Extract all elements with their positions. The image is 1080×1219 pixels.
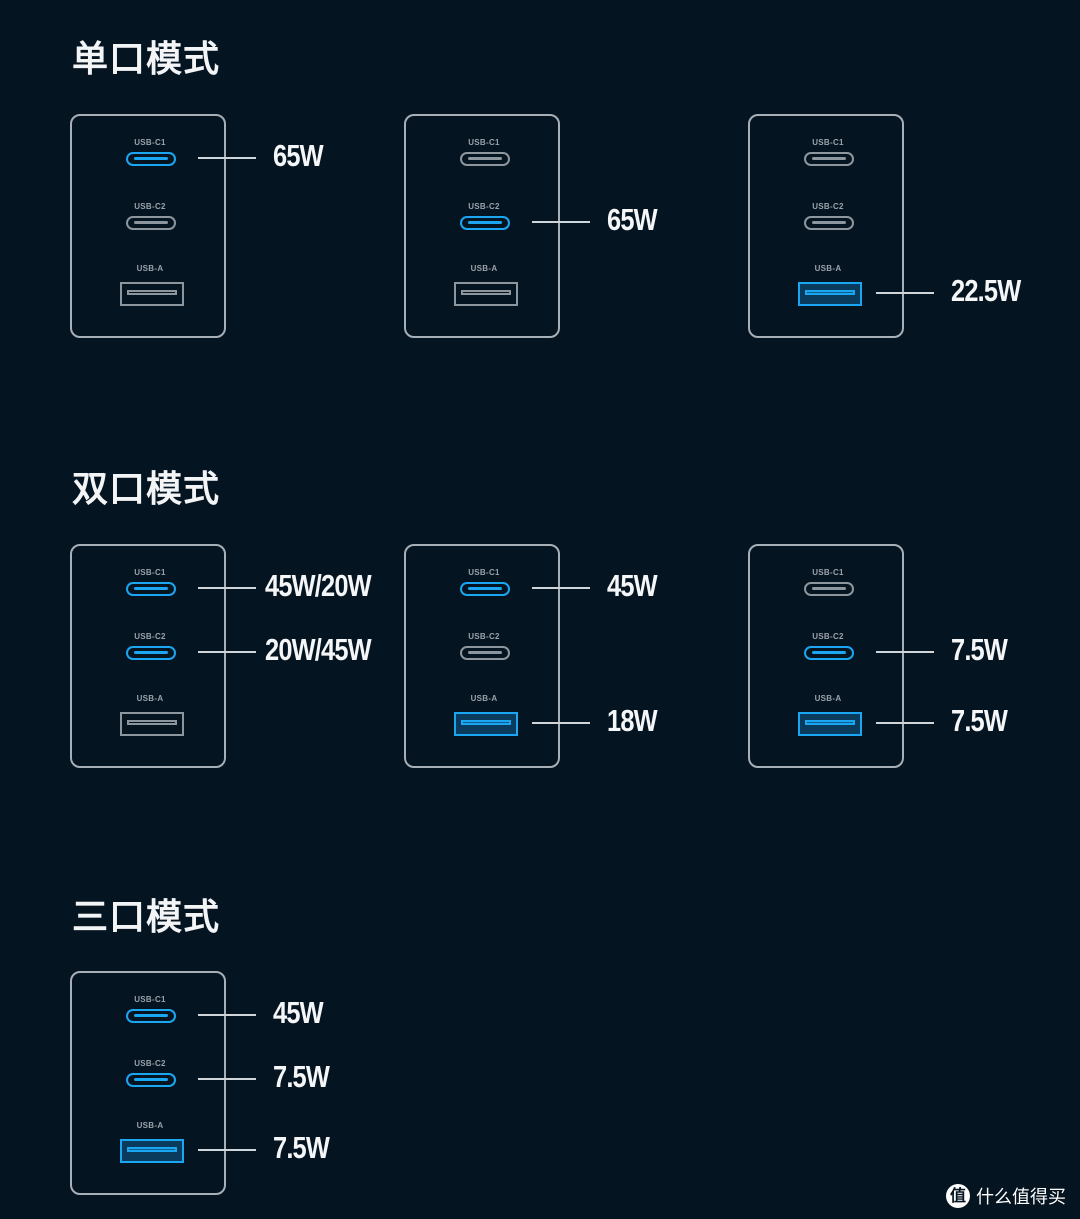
- port-label-c1: USB-C1: [134, 568, 166, 577]
- usb-c-port-icon: [126, 216, 176, 230]
- usb-c-port-icon: [126, 646, 176, 660]
- usb-a-port-icon: [454, 282, 518, 306]
- port-label-c1: USB-C1: [812, 138, 844, 147]
- section-title-dual: 双口模式: [72, 469, 221, 510]
- port-label-c1: USB-C1: [812, 568, 844, 577]
- power-output-label: 65W: [273, 138, 324, 173]
- usb-c-port-icon: [804, 152, 854, 166]
- port-label-a: USB-A: [136, 694, 164, 703]
- power-output-label: 45W/20W: [265, 568, 372, 603]
- watermark: 值 什么值得买: [946, 1183, 1066, 1209]
- power-output-label: 22.5W: [951, 273, 1021, 308]
- connector-line: [532, 722, 590, 724]
- port-label-a: USB-A: [136, 264, 164, 273]
- port-label-a: USB-A: [814, 264, 842, 273]
- power-output-label: 7.5W: [951, 632, 1008, 667]
- connector-line: [198, 1078, 256, 1080]
- power-output-label: 45W: [273, 995, 324, 1030]
- port-label-c1: USB-C1: [134, 138, 166, 147]
- usb-a-port-icon: [454, 712, 518, 736]
- port-label-c2: USB-C2: [812, 632, 844, 641]
- usb-a-port-icon: [120, 282, 184, 306]
- connector-line: [876, 651, 934, 653]
- power-output-label: 7.5W: [273, 1130, 330, 1165]
- port-label-c2: USB-C2: [134, 1059, 166, 1068]
- connector-line: [198, 157, 256, 159]
- connector-line: [198, 1149, 256, 1151]
- power-output-label: 18W: [607, 703, 658, 738]
- port-label-a: USB-A: [814, 694, 842, 703]
- usb-a-port-icon: [798, 712, 862, 736]
- usb-c-port-icon: [460, 216, 510, 230]
- usb-a-port-icon: [120, 712, 184, 736]
- usb-a-port-icon: [798, 282, 862, 306]
- connector-line: [198, 651, 256, 653]
- usb-c-port-icon: [460, 646, 510, 660]
- usb-c-port-icon: [460, 582, 510, 596]
- port-label-c1: USB-C1: [468, 138, 500, 147]
- power-output-label: 65W: [607, 202, 658, 237]
- port-label-a: USB-A: [136, 1121, 164, 1130]
- zhi-logo-icon: 值: [946, 1184, 970, 1208]
- usb-c-port-icon: [804, 582, 854, 596]
- power-output-label: 20W/45W: [265, 632, 372, 667]
- section-title-triple: 三口模式: [72, 897, 221, 938]
- connector-line: [198, 1014, 256, 1016]
- port-label-a: USB-A: [470, 264, 498, 273]
- connector-line: [876, 722, 934, 724]
- connector-line: [198, 587, 256, 589]
- port-label-c1: USB-C1: [134, 995, 166, 1004]
- watermark-text: 什么值得买: [976, 1187, 1066, 1208]
- port-label-c2: USB-C2: [134, 202, 166, 211]
- usb-c-port-icon: [126, 1009, 176, 1023]
- usb-c-port-icon: [126, 582, 176, 596]
- port-label-c2: USB-C2: [134, 632, 166, 641]
- port-label-c2: USB-C2: [812, 202, 844, 211]
- power-output-label: 7.5W: [273, 1059, 330, 1094]
- connector-line: [532, 221, 590, 223]
- usb-c-port-icon: [804, 216, 854, 230]
- port-label-c2: USB-C2: [468, 202, 500, 211]
- usb-c-port-icon: [460, 152, 510, 166]
- port-label-a: USB-A: [470, 694, 498, 703]
- usb-c-port-icon: [804, 646, 854, 660]
- connector-line: [532, 587, 590, 589]
- port-label-c2: USB-C2: [468, 632, 500, 641]
- usb-c-port-icon: [126, 1073, 176, 1087]
- port-label-c1: USB-C1: [468, 568, 500, 577]
- connector-line: [876, 292, 934, 294]
- power-output-label: 45W: [607, 568, 658, 603]
- usb-c-port-icon: [126, 152, 176, 166]
- power-output-label: 7.5W: [951, 703, 1008, 738]
- usb-a-port-icon: [120, 1139, 184, 1163]
- section-title-single: 单口模式: [72, 39, 221, 80]
